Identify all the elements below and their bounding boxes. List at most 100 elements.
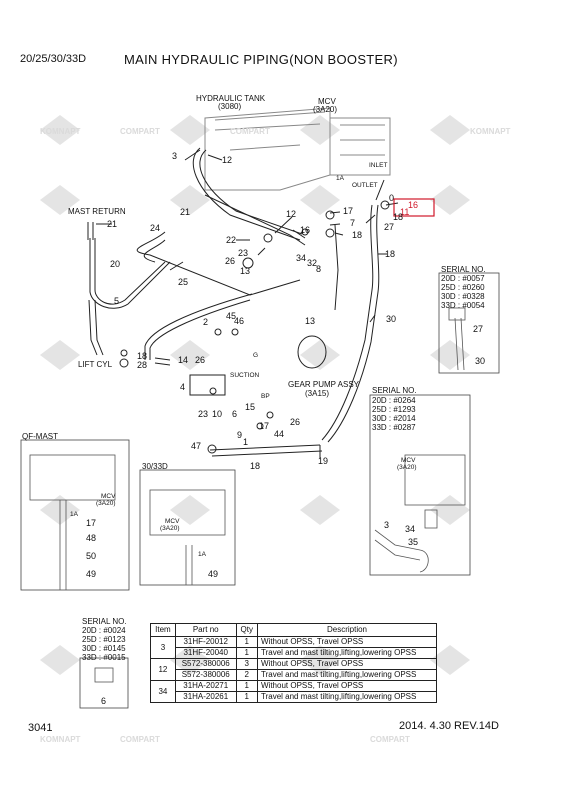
serial-c-line: 20D : #0024 bbox=[82, 626, 126, 635]
highlight-box bbox=[393, 198, 435, 217]
table-header-item: Item bbox=[150, 623, 176, 637]
callout: 16 bbox=[300, 225, 311, 235]
parts-table: Item Part no Qty Description 3 31HF-2001… bbox=[150, 623, 437, 703]
watermark-text: COMPART bbox=[120, 735, 160, 744]
callout-highlighted: 16 bbox=[408, 200, 419, 210]
label-mcv-3033: MCV bbox=[165, 518, 180, 525]
serial-box-c-frame bbox=[79, 657, 129, 709]
callout: 10 bbox=[212, 409, 223, 419]
callout: 30 bbox=[475, 356, 486, 366]
table-row: 31HF-20040 1 Travel and mast tilting,lif… bbox=[151, 647, 437, 659]
label-mcv-qf-code: (3A20) bbox=[96, 500, 116, 507]
callout: 18 bbox=[393, 212, 404, 222]
serial-box-a-frame bbox=[438, 272, 500, 374]
callout: 24 bbox=[150, 223, 161, 233]
label-port-1a-3033: 1A bbox=[198, 551, 206, 558]
callout: 5 bbox=[114, 296, 120, 306]
watermark-text: COMPART bbox=[230, 127, 270, 136]
table-row: S572-380006 2 Travel and mast tilting,li… bbox=[151, 669, 437, 681]
serial-b-line: 33D : #0287 bbox=[372, 423, 416, 432]
watermark-text: COMPART bbox=[370, 735, 410, 744]
callout: 47 bbox=[191, 441, 202, 451]
callout: 25 bbox=[178, 277, 189, 287]
gear-pump-body bbox=[189, 374, 226, 396]
table-row: 3 31HF-20012 1 Without OPSS, Travel OPSS bbox=[150, 636, 437, 659]
callout: 17 bbox=[86, 518, 97, 528]
callout: 34 bbox=[405, 524, 416, 534]
date-revision: 2014. 4.30 REV.14D bbox=[399, 720, 499, 732]
callout: 17 bbox=[343, 206, 354, 216]
label-model-3033: 30/33D bbox=[142, 462, 168, 471]
label-hydraulic-tank-code: (3080) bbox=[218, 102, 242, 111]
callout: 8 bbox=[316, 264, 322, 274]
callout: 23 bbox=[198, 409, 209, 419]
label-mcv-top-code: (3A20) bbox=[313, 105, 338, 114]
label-port-g: G bbox=[253, 352, 259, 359]
label-inlet: INLET bbox=[369, 162, 388, 169]
callout: 23 bbox=[238, 248, 249, 258]
callout: 32 bbox=[307, 258, 318, 268]
callout: 30 bbox=[386, 314, 397, 324]
page-number: 3041 bbox=[28, 722, 53, 734]
serial-a-title: SERIAL NO. bbox=[441, 265, 486, 274]
callout: 48 bbox=[86, 533, 97, 543]
serial-a-line: 30D : #0328 bbox=[441, 292, 485, 301]
label-port-bp: BP bbox=[261, 393, 270, 400]
serial-c-line: 30D : #0145 bbox=[82, 644, 126, 653]
label-gear-pump-code: (3A15) bbox=[305, 389, 330, 398]
table-row: 12 S572-380006 3 Without OPSS, Travel OP… bbox=[150, 658, 437, 681]
mcv-valve-top bbox=[329, 117, 391, 176]
hydraulic-tank bbox=[204, 107, 331, 191]
callout: 18 bbox=[385, 249, 396, 259]
serial-b-line: 20D : #0264 bbox=[372, 396, 416, 405]
label-port-1a-top: 1A bbox=[336, 175, 344, 182]
callout: 19 bbox=[318, 456, 329, 466]
callout: 6 bbox=[101, 696, 107, 706]
watermark-text: KOMNAPT bbox=[470, 127, 511, 136]
callout: 17 bbox=[259, 421, 270, 431]
watermark-text: KOMNAPT bbox=[40, 735, 81, 744]
callout: 20 bbox=[110, 259, 121, 269]
callout: 18 bbox=[250, 461, 261, 471]
gear-pump-oring bbox=[297, 335, 327, 369]
serial-box-b-frame bbox=[369, 394, 471, 576]
callout: 13 bbox=[240, 266, 251, 276]
callout: 0 bbox=[389, 193, 395, 203]
callout: 49 bbox=[208, 569, 219, 579]
callout: 45 bbox=[226, 311, 237, 321]
callout: 44 bbox=[274, 429, 285, 439]
callout: 3 bbox=[172, 151, 178, 161]
label-gear-pump: GEAR PUMP ASSY bbox=[288, 380, 359, 389]
callout: 22 bbox=[226, 235, 237, 245]
model-3033-frame bbox=[139, 469, 236, 586]
callout: 26 bbox=[195, 355, 206, 365]
label-hydraulic-tank: HYDRAULIC TANK bbox=[196, 94, 266, 103]
label-mcv-qf: MCV bbox=[101, 493, 116, 500]
callout: 3 bbox=[384, 520, 390, 530]
callout: 46 bbox=[234, 316, 245, 326]
callout: 14 bbox=[178, 355, 189, 365]
serial-a-line: 20D : #0057 bbox=[441, 274, 485, 283]
callout: 4 bbox=[180, 382, 186, 392]
table-header-part-no: Part no bbox=[174, 623, 237, 637]
serial-c-line: 25D : #0123 bbox=[82, 635, 126, 644]
callout: 26 bbox=[290, 417, 301, 427]
callout: 12 bbox=[286, 209, 297, 219]
callout-highlighted: 11 bbox=[400, 207, 410, 217]
callout: 26 bbox=[225, 256, 236, 266]
page-title: MAIN HYDRAULIC PIPING(NON BOOSTER) bbox=[124, 52, 398, 67]
callout: 15 bbox=[245, 402, 256, 412]
serial-b-title: SERIAL NO. bbox=[372, 386, 417, 395]
callout: 27 bbox=[384, 222, 395, 232]
label-mcv-right-code: (3A20) bbox=[397, 464, 417, 471]
serial-a-line: 25D : #0260 bbox=[441, 283, 485, 292]
serial-b-line: 30D : #2014 bbox=[372, 414, 416, 423]
label-mcv-3033-code: (3A20) bbox=[160, 525, 180, 532]
qf-mast-frame bbox=[20, 439, 130, 591]
callout: 7 bbox=[350, 218, 356, 228]
table-row: 31HA-20261 1 Travel and mast tilting,lif… bbox=[151, 691, 437, 703]
label-outlet: OUTLET bbox=[352, 182, 378, 189]
callout: 35 bbox=[408, 537, 419, 547]
serial-b-line: 25D : #1293 bbox=[372, 405, 416, 414]
